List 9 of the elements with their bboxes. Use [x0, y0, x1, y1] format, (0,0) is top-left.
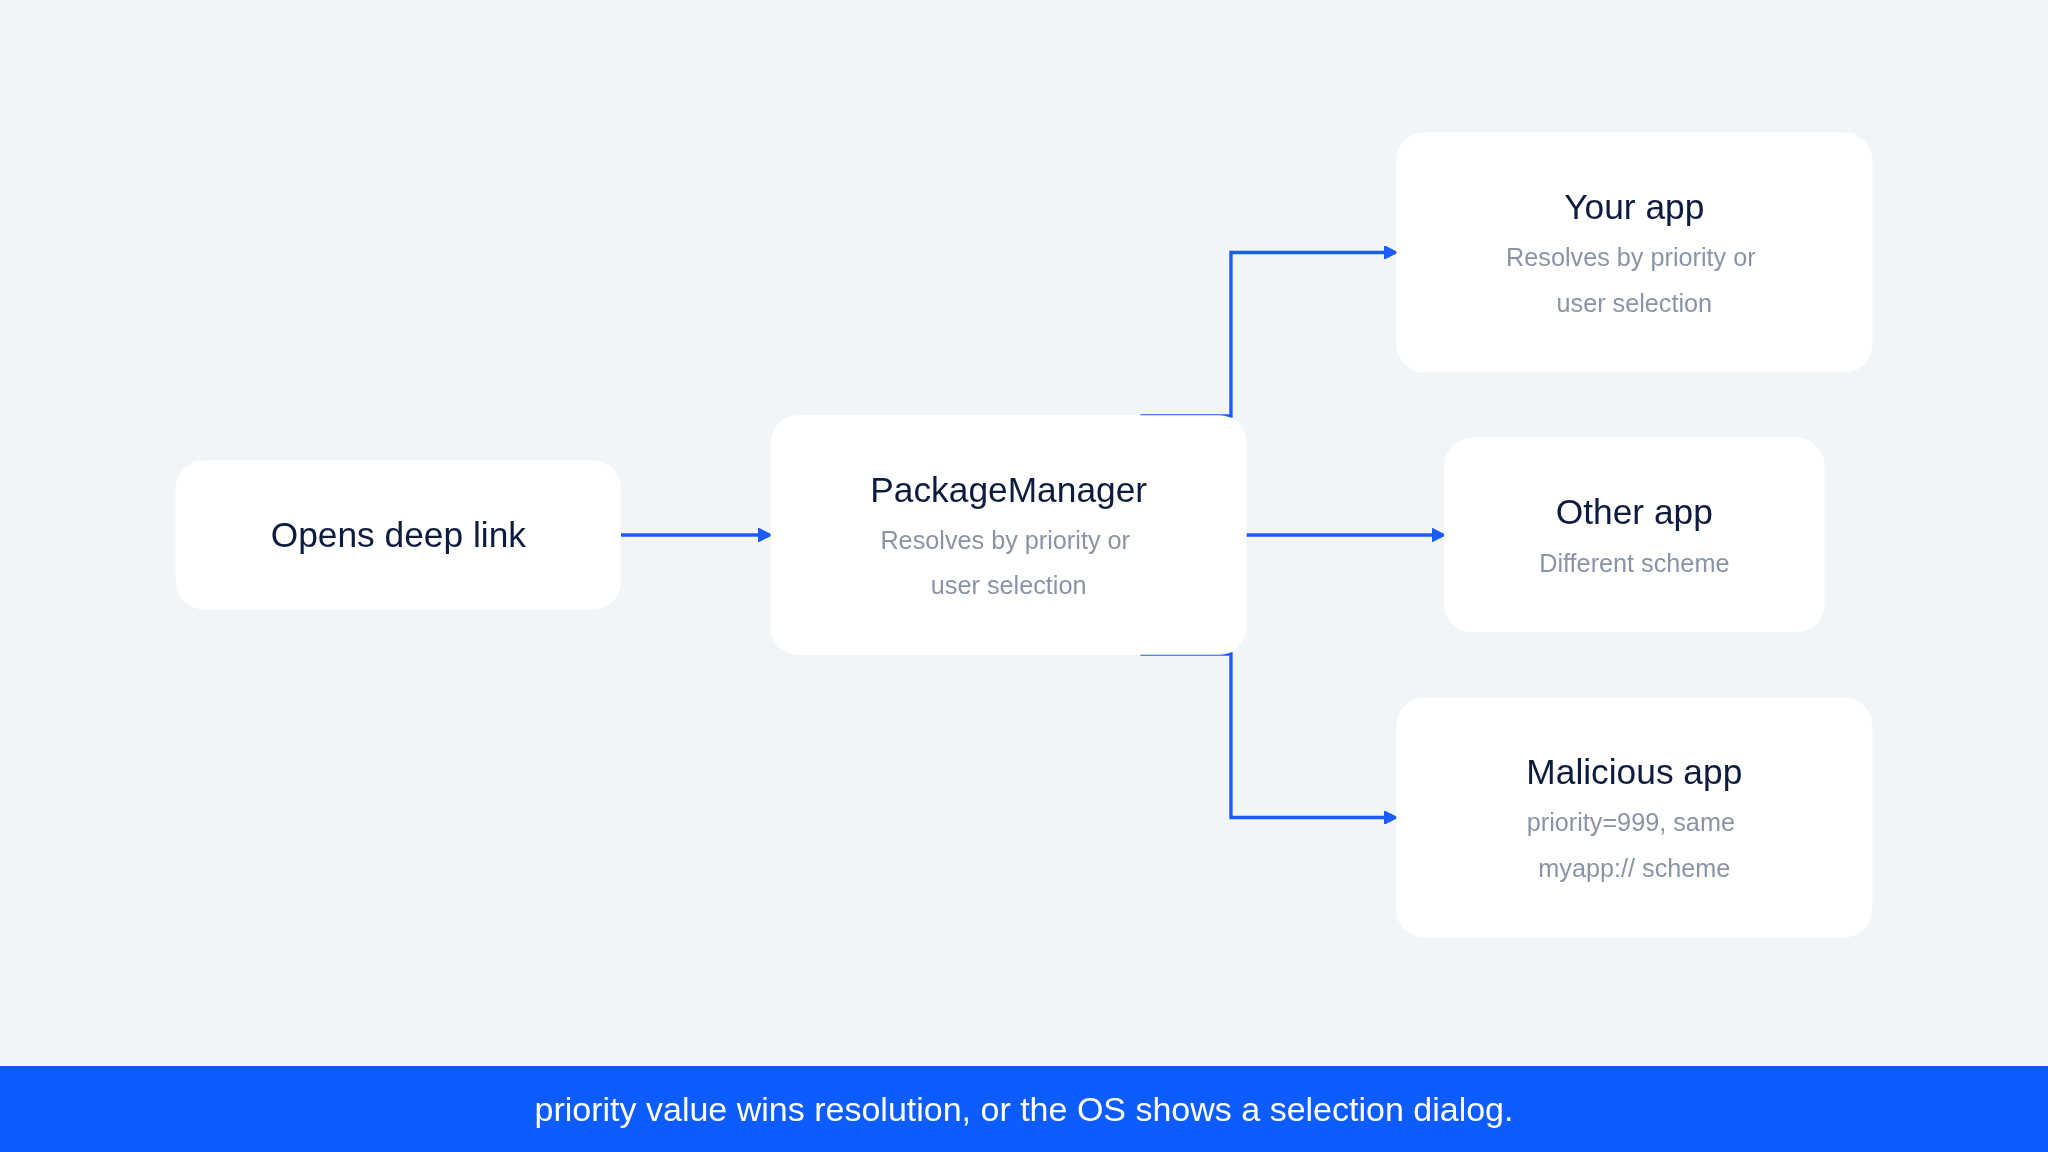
caption: priority value wins resolution, or the OS shows a selection dialog. — [534, 1089, 1514, 1129]
node-box: Malicious app priority=999, same myapp:// scheme — [1396, 697, 1873, 938]
arrow — [1140, 652, 1398, 825]
node-box: PackageManager Resolves by priority or user selection — [770, 415, 1247, 655]
node-box: Your app Resolves by priority or user selection — [1396, 132, 1873, 373]
node-box: Other app Different scheme — [1444, 437, 1825, 633]
arrow — [1245, 527, 1446, 543]
arrow — [1140, 245, 1398, 418]
node-box: Opens deep link — [175, 460, 621, 610]
